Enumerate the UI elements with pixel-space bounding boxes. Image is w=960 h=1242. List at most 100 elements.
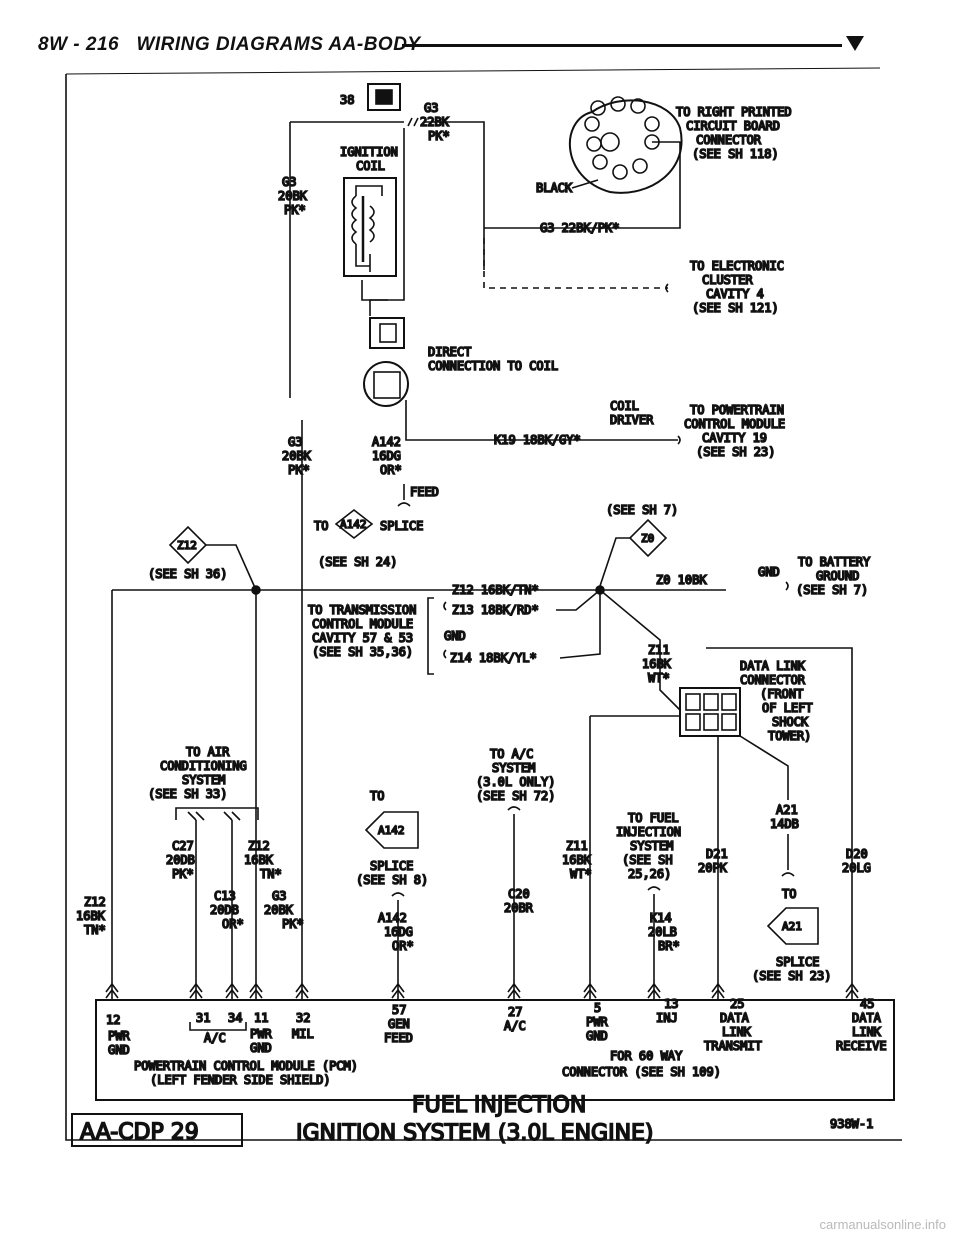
g3c-1: G3 (272, 889, 286, 903)
svg-text:31: 31 (196, 1011, 210, 1025)
g3-top-3: PK* (284, 203, 306, 217)
ac-bracket (189, 1022, 247, 1031)
pcm-for-60: FOR 60 WAY (610, 1049, 683, 1063)
a21-1: A21 (776, 803, 798, 817)
z11-top-3: WT* (648, 671, 670, 685)
svg-text:MIL: MIL (292, 1027, 314, 1041)
to-air-2: CONDITIONING (160, 759, 247, 773)
c13-2: 20DB (210, 903, 239, 917)
pcm-connector-see: CONNECTOR (SEE SH 109) (562, 1065, 721, 1079)
wire-pk: PK* (428, 129, 450, 143)
a142-connector-1 (364, 811, 419, 849)
z12-leader (206, 544, 257, 591)
svg-text:27: 27 (508, 1005, 522, 1019)
pcm-location: (LEFT FENDER SIDE SHIELD) (150, 1073, 331, 1087)
to-battery-3: (SEE SH 7) (796, 583, 868, 597)
splice-sh23-1: SPLICE (776, 955, 819, 969)
g3-mid-1: G3 (288, 435, 302, 449)
a142-3: OR* (380, 463, 402, 477)
coil-driver-1: COIL (610, 399, 639, 413)
z11-top-1: Z11 (648, 643, 670, 657)
svg-text:DATA: DATA (852, 1011, 882, 1025)
gnd-label: GND (758, 565, 780, 579)
wire-a21 (739, 735, 789, 800)
data-link-5: SHOCK (772, 715, 809, 729)
see-sh-36: (SEE SH 36) (148, 567, 227, 581)
page-header: 8W - 216 WIRING DIAGRAMS AA-BODY (38, 34, 421, 56)
direct-label-2: CONNECTION TO COIL (428, 359, 558, 373)
a142-2: 16DG (372, 449, 401, 463)
to-rpcb-1: TO RIGHT PRINTED (676, 105, 792, 119)
c27-3: PK* (172, 867, 194, 881)
dashed-wire-cluster (483, 238, 668, 289)
cluster-break (665, 283, 669, 293)
coil-connector-inner (379, 323, 397, 343)
g3-22bk-label: G3 22BK/PK* (540, 221, 619, 235)
svg-text:LINK: LINK (722, 1025, 752, 1039)
z0-diamond (628, 518, 668, 558)
wire-a21-down (781, 834, 795, 877)
to-ac-2: SYSTEM (492, 761, 535, 775)
splice-sh23-2: (SEE SH 23) (752, 969, 831, 983)
ignition-label-1: IGNITION (340, 145, 398, 159)
d20-2: 20LG (842, 861, 871, 875)
coil-connector-round (363, 361, 409, 407)
d21-2: 20PK (698, 861, 728, 875)
to-trans-4: (SEE SH 35,36) (312, 645, 413, 659)
section-title: WIRING DIAGRAMS AA-BODY (136, 34, 421, 55)
z12-wire-label: Z12 16BK/TN* (452, 583, 539, 597)
wire-coil-lead (361, 280, 388, 301)
svg-text:34: 34 (228, 1011, 242, 1025)
g3-top-2: 20BK (278, 189, 308, 203)
c20-1: C20 (508, 887, 530, 901)
wire-g3-22bk-return (484, 141, 681, 229)
z13-z14-wires (556, 589, 601, 659)
d20-1: D20 (846, 847, 868, 861)
see-sh-7: (SEE SH 7) (606, 503, 678, 517)
z0-tag: Z0 (641, 532, 654, 545)
pcm-pin-numbers: 12 31 34 11 32 57 27 5 13 25 45 (105, 996, 875, 1028)
round-connector-body (568, 99, 683, 194)
d21-1: D21 (706, 847, 728, 861)
z12c-3: TN* (84, 923, 106, 937)
coil-driver-2: DRIVER (610, 413, 654, 427)
to-a142-label: TO (370, 789, 384, 803)
wire-z11-top (599, 589, 681, 711)
wire-z11-mid (589, 715, 680, 1000)
black-leader (571, 179, 599, 189)
frame-top-line (65, 67, 881, 75)
c27-2: 20DB (166, 853, 195, 867)
page-id: 8W - 216 (38, 34, 120, 55)
a142-tag: A142 (340, 518, 367, 531)
g3c-3: PK* (282, 917, 304, 931)
footer-id-box (71, 1113, 243, 1147)
air-bracket (175, 807, 259, 820)
to-battery-2: GROUND (816, 569, 859, 583)
c13-3: OR* (222, 917, 244, 931)
to-pcm-2: CONTROL MODULE (684, 417, 785, 431)
to-rpcb-2: CIRCUIT BOARD (686, 119, 780, 133)
z0-leader (599, 537, 630, 587)
z12-tag: Z12 (177, 539, 197, 552)
c13-1: C13 (214, 889, 236, 903)
to-fuel-3: SYSTEM (630, 839, 673, 853)
a142-splice-diamond (334, 508, 374, 540)
data-link-2: CONNECTOR (740, 673, 806, 687)
wire-g3-22bk (290, 117, 485, 270)
to-a21-label: TO (782, 887, 796, 901)
data-link-4: OF LEFT (762, 701, 813, 715)
to-cluster-2: CLUSTER (702, 273, 753, 287)
ignition-label-2: COIL (356, 159, 385, 173)
c20-2: 20BR (504, 901, 534, 915)
svg-text:LINK: LINK (852, 1025, 882, 1039)
splice-label: SPLICE (380, 519, 423, 533)
pcm-box (95, 999, 895, 1101)
splice-sh8-1: SPLICE (370, 859, 413, 873)
header-rule (402, 44, 842, 47)
z12c-1: Z12 (84, 895, 106, 909)
coil-leads (355, 185, 383, 272)
z11b-2: 16BK (562, 853, 592, 867)
to-battery-1: TO BATTERY (798, 555, 871, 569)
z11-top-2: 16BK (642, 657, 672, 671)
